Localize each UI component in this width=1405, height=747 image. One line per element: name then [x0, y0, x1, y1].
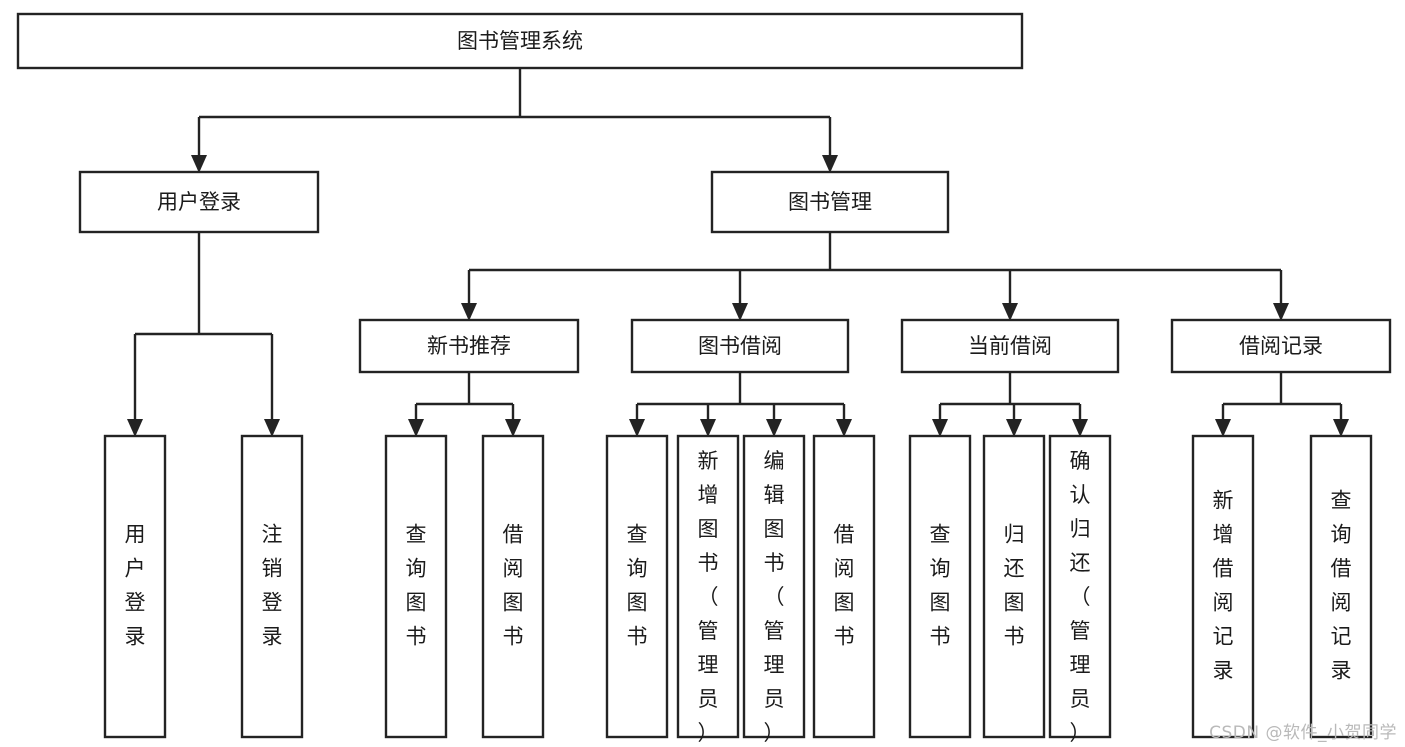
node-leaf-borrow-book-recommend-label: 借阅图书: [503, 523, 524, 649]
arrow-leaf-user-login: [127, 419, 143, 437]
arrow-leaf-borrow-book: [836, 419, 852, 437]
node-user-login[interactable]: 用户登录: [78, 170, 320, 234]
node-leaf-user-login-box[interactable]: [103, 434, 167, 739]
node-leaf-query-book-current[interactable]: 查询图书: [908, 434, 972, 739]
arrow-leaf-query-borrow-record: [1333, 419, 1349, 437]
node-leaf-query-book-borrow-label: 查询图书: [627, 523, 648, 649]
node-leaf-borrow-book-label: 借阅图书: [834, 523, 855, 649]
arrow-borrow-records: [1273, 303, 1289, 321]
arrow-leaf-query-book-current: [932, 419, 948, 437]
node-leaf-logout-label: 注销登录: [262, 523, 283, 649]
node-leaf-add-borrow-record[interactable]: 新增借阅记录: [1191, 434, 1255, 739]
node-book-management-box[interactable]: [710, 170, 950, 234]
node-leaf-borrow-book-box[interactable]: [812, 434, 876, 739]
node-leaf-borrow-book-recommend[interactable]: 借阅图书: [481, 434, 545, 739]
node-leaf-add-book-admin-label: 新增图书（管理员）: [698, 449, 719, 745]
node-leaf-add-book-admin-box[interactable]: [676, 434, 740, 739]
node-leaf-add-book-admin[interactable]: 新增图书（管理员）: [676, 434, 740, 745]
node-root-label: 图书管理系统: [457, 29, 583, 53]
node-book-management-label: 图书管理: [788, 190, 872, 214]
arrow-current-borrow: [1002, 303, 1018, 321]
node-leaf-return-book-box[interactable]: [982, 434, 1046, 739]
node-leaf-query-borrow-record[interactable]: 查询借阅记录: [1309, 434, 1373, 739]
node-leaf-user-login-label: 用户登录: [125, 523, 146, 649]
arrow-leaf-return-book: [1006, 419, 1022, 437]
node-leaf-query-book-recommend-label: 查询图书: [406, 523, 427, 649]
node-new-book-recommend-box[interactable]: [358, 318, 580, 374]
node-new-book-recommend[interactable]: 新书推荐: [358, 318, 580, 374]
node-leaf-logout[interactable]: 注销登录: [240, 434, 304, 739]
node-leaf-query-borrow-record-box[interactable]: [1309, 434, 1373, 739]
arrow-new-book-recommend: [461, 303, 477, 321]
arrow-user-login: [191, 155, 207, 173]
node-borrow-records-box[interactable]: [1170, 318, 1392, 374]
node-leaf-query-book-borrow-box[interactable]: [605, 434, 669, 739]
node-borrow-records[interactable]: 借阅记录: [1170, 318, 1392, 374]
arrow-leaf-logout: [264, 419, 280, 437]
csdn-watermark: CSDN @软件_小贺同学: [1209, 723, 1397, 743]
node-book-borrow[interactable]: 图书借阅: [630, 318, 850, 374]
arrow-book-borrow: [732, 303, 748, 321]
node-leaf-query-book-recommend-box[interactable]: [384, 434, 448, 739]
node-leaf-query-book-borrow[interactable]: 查询图书: [605, 434, 669, 739]
node-leaf-confirm-return-admin-label: 确认归还（管理员）: [1070, 449, 1091, 745]
node-leaf-user-login[interactable]: 用户登录: [103, 434, 167, 739]
node-book-management[interactable]: 图书管理: [710, 170, 950, 234]
arrow-leaf-confirm-return-admin: [1072, 419, 1088, 437]
arrow-leaf-add-borrow-record: [1215, 419, 1231, 437]
node-leaf-add-borrow-record-label: 新增借阅记录: [1213, 489, 1234, 683]
node-current-borrow-label: 当前借阅: [968, 334, 1052, 358]
node-book-borrow-box[interactable]: [630, 318, 850, 374]
node-layer: 图书管理系统用户登录图书管理新书推荐图书借阅当前借阅借阅记录用户登录注销登录查询…: [16, 12, 1392, 745]
node-new-book-recommend-label: 新书推荐: [427, 334, 511, 358]
arrow-leaf-query-book-recommend: [408, 419, 424, 437]
node-leaf-return-book-label: 归还图书: [1004, 523, 1025, 649]
connector-layer: [127, 68, 1349, 437]
arrow-book-management: [822, 155, 838, 173]
node-user-login-box[interactable]: [78, 170, 320, 234]
node-leaf-logout-box[interactable]: [240, 434, 304, 739]
node-leaf-confirm-return-admin-box[interactable]: [1048, 434, 1112, 739]
node-leaf-edit-book-admin[interactable]: 编辑图书（管理员）: [742, 434, 806, 745]
node-user-login-label: 用户登录: [157, 190, 241, 214]
node-leaf-borrow-book[interactable]: 借阅图书: [812, 434, 876, 739]
node-leaf-return-book[interactable]: 归还图书: [982, 434, 1046, 739]
arrow-leaf-add-book-admin: [700, 419, 716, 437]
node-current-borrow[interactable]: 当前借阅: [900, 318, 1120, 374]
node-book-borrow-label: 图书借阅: [698, 334, 782, 358]
arrow-leaf-edit-book-admin: [766, 419, 782, 437]
node-leaf-edit-book-admin-box[interactable]: [742, 434, 806, 739]
node-leaf-edit-book-admin-label: 编辑图书（管理员）: [764, 449, 785, 745]
arrow-leaf-query-book-borrow: [629, 419, 645, 437]
node-leaf-query-book-current-box[interactable]: [908, 434, 972, 739]
node-root[interactable]: 图书管理系统: [16, 12, 1024, 70]
node-leaf-query-book-recommend[interactable]: 查询图书: [384, 434, 448, 739]
node-current-borrow-box[interactable]: [900, 318, 1120, 374]
node-leaf-query-book-current-label: 查询图书: [930, 523, 951, 649]
arrow-leaf-borrow-book-recommend: [505, 419, 521, 437]
node-leaf-query-borrow-record-label: 查询借阅记录: [1331, 489, 1352, 683]
node-leaf-borrow-book-recommend-box[interactable]: [481, 434, 545, 739]
node-borrow-records-label: 借阅记录: [1239, 334, 1323, 358]
node-root-box[interactable]: [16, 12, 1024, 70]
node-leaf-confirm-return-admin[interactable]: 确认归还（管理员）: [1048, 434, 1112, 745]
node-leaf-add-borrow-record-box[interactable]: [1191, 434, 1255, 739]
